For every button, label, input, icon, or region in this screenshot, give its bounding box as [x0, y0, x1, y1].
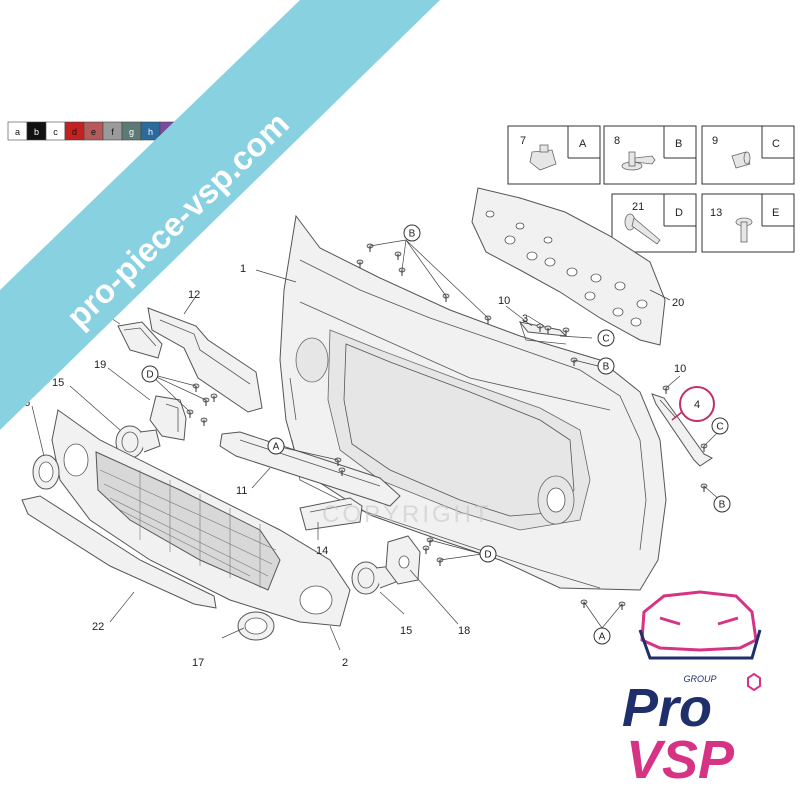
palette-letter: c	[53, 127, 58, 137]
palette-letter: d	[72, 127, 77, 137]
side-bracket-4	[651, 393, 713, 467]
callout-A-1: A	[267, 437, 285, 455]
palette-letter: b	[34, 127, 39, 137]
svg-text:B: B	[603, 362, 610, 373]
part-label-18: 18	[458, 625, 470, 637]
part-label-15b: 15	[400, 625, 412, 637]
svg-text:C: C	[602, 334, 609, 345]
callout-B-3: B	[713, 495, 731, 513]
fastener-box-E: 13 E	[701, 193, 795, 253]
lower-lip-22	[21, 495, 217, 609]
fastener-part-number: 9	[712, 135, 718, 147]
part-label-1: 1	[240, 263, 246, 275]
svg-text:B: B	[409, 229, 416, 240]
palette-letter: e	[91, 127, 96, 137]
part-label-12: 12	[188, 289, 200, 301]
palette-letter: h	[148, 127, 153, 137]
fastener-box-D: 21 D	[611, 193, 697, 253]
logo-group-text: GROUP	[683, 674, 716, 684]
fastener-letter: E	[772, 207, 779, 219]
svg-text:D: D	[146, 370, 153, 381]
svg-text:A: A	[273, 442, 280, 453]
fastener-part-number: 7	[520, 135, 526, 147]
svg-text:D: D	[484, 550, 491, 561]
part-label-10b: 10	[674, 363, 686, 375]
grille-mesh	[95, 451, 281, 591]
callout-C-1: C	[597, 329, 615, 347]
fastener-part-number: 21	[632, 201, 644, 213]
nut-icon	[731, 151, 751, 169]
svg-text:A: A	[599, 632, 606, 643]
callout-B-1: B	[403, 224, 421, 242]
part-number-labels: 1 2 3 10 10 11 12 14 14 15 15 16 17 18 1…	[18, 263, 686, 669]
callout-D-1: D	[141, 365, 159, 383]
callout-A-2: A	[593, 627, 611, 645]
chrome-ring-17	[237, 611, 275, 641]
logo-line2: VSP	[626, 730, 735, 790]
part-label-15a: 15	[52, 377, 64, 389]
palette-letter: a	[15, 127, 20, 137]
chrome-ring-16	[32, 454, 60, 490]
part-label-17: 17	[192, 657, 204, 669]
left-bracket-19	[149, 395, 187, 441]
hex-nut-icon	[747, 672, 761, 692]
reflector-14-upper	[117, 321, 163, 359]
fastener-box-A: 7 A	[507, 125, 601, 185]
callout-B-2: B	[597, 357, 615, 375]
palette-letter: f	[111, 127, 114, 137]
part-label-10a: 10	[498, 295, 510, 307]
fastener-box-C: 9 C	[701, 125, 795, 185]
fastener-letter: A	[579, 138, 587, 150]
provsp-logo: GROUP Pro VSP	[622, 590, 762, 790]
svg-text:B: B	[719, 500, 726, 511]
logo-line1: Pro	[622, 678, 712, 738]
fastener-part-number: 8	[614, 135, 620, 147]
fog-lamp-15-left	[115, 425, 161, 459]
palette-letter: g	[129, 127, 134, 137]
part-label-2: 2	[342, 657, 348, 669]
clip-icon	[529, 144, 557, 171]
highlight-ring	[679, 386, 715, 422]
fastener-part-number: 13	[710, 207, 722, 219]
fastener-letter: C	[772, 138, 780, 150]
fastener-letter: B	[675, 138, 682, 150]
part-label-3: 3	[522, 313, 528, 325]
screw-icon	[624, 213, 661, 245]
car-silhouette-icon	[638, 590, 762, 660]
part-4-highlight: 4	[671, 386, 715, 422]
callout-C-2: C	[711, 417, 729, 435]
lower-bracket-11	[219, 431, 401, 507]
part-label-14b: 14	[316, 545, 328, 557]
reflector-14-lower	[299, 497, 363, 531]
part-label-19: 19	[94, 359, 106, 371]
banner-stripe	[0, 0, 440, 430]
part-label-22: 22	[92, 621, 104, 633]
reinforcement-panel	[471, 187, 666, 346]
copyright-watermark: COPYRIGHT	[322, 501, 492, 528]
part-label-20: 20	[672, 297, 684, 309]
left-bracket-12	[147, 307, 263, 413]
svg-text:C: C	[716, 422, 723, 433]
push-pin-icon	[621, 151, 656, 171]
bolt-icon	[735, 217, 753, 243]
callout-letters: A A A B B B B C C D D	[141, 224, 731, 645]
fastener-letter: D	[675, 207, 683, 219]
callout-D-2: D	[479, 545, 497, 563]
fastener-box-B: 8 B	[603, 125, 697, 185]
part-label-11: 11	[236, 485, 247, 497]
part-label-4: 4	[694, 399, 700, 411]
